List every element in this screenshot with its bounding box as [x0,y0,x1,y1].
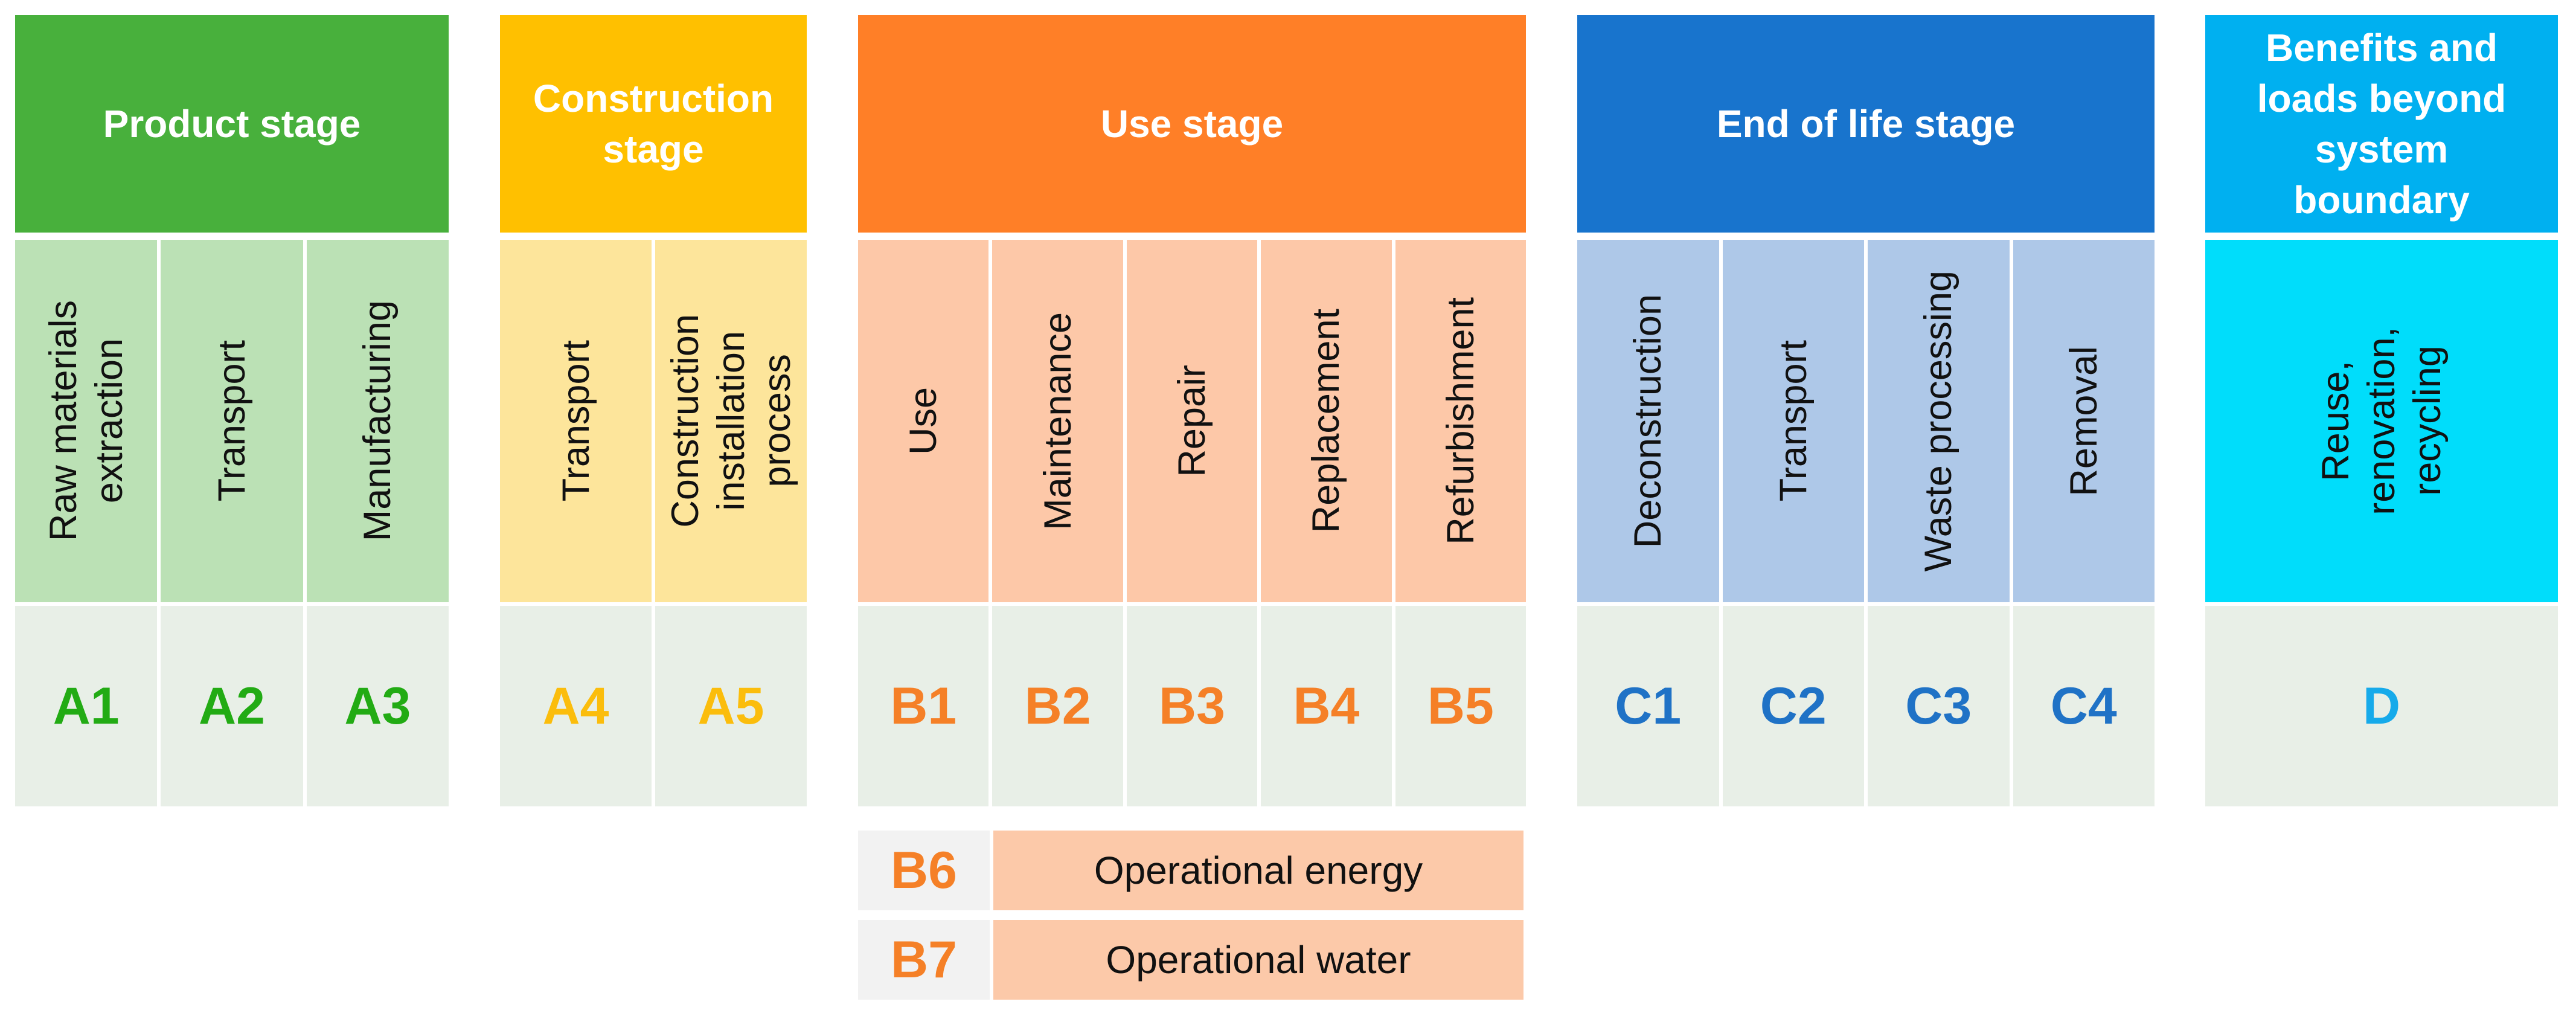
stage-header: End of life stage [1577,15,2155,233]
module-label: Reuse, renovation, recycling [2315,327,2449,515]
module-code: A1 [15,606,158,806]
module-label-cell: Construction installation process [655,240,807,602]
module-code: A2 [161,606,303,806]
stage-header: Construction stage [500,15,807,233]
module-label: Raw materials extraction [42,300,130,542]
module-label: Waste processing [1917,270,1960,572]
stage-header: Product stage [15,15,449,233]
stage-use: Use stage Use B1 Maintenance B2 Repair B… [858,15,1527,806]
stage-product: Product stage Raw materials extraction A… [15,15,449,806]
module-column: Maintenance B2 [992,240,1123,806]
module-column: Refurbishment B5 [1395,240,1527,806]
module-label-cell: Maintenance [992,240,1123,602]
stage-header: Use stage [858,15,1526,233]
operational-row: B6 Operational energy [858,831,1523,910]
module-label-cell: Replacement [1261,240,1392,602]
module-label-cell: Deconstruction [1577,240,1719,602]
module-column: Transport A4 [500,240,652,806]
module-code: C2 [1722,606,1864,806]
module-column: Manufacturing A3 [306,240,449,806]
module-column: Repair B3 [1126,240,1258,806]
stage-construction: Construction stage Transport A4 Construc… [500,15,807,806]
module-code: A5 [655,606,807,806]
module-label-cell: Raw materials extraction [15,240,158,602]
module-column: Removal C4 [2013,240,2155,806]
module-column: Raw materials extraction A1 [15,240,158,806]
module-column: Transport C2 [1722,240,1864,806]
module-label: Deconstruction [1627,294,1670,548]
module-code: B3 [1126,606,1258,806]
module-label-cell: Transport [500,240,652,602]
module-label-cell: Waste processing [1868,240,2010,602]
module-label-cell: Reuse, renovation, recycling [2205,240,2558,602]
module-label: Construction installation process [664,314,798,528]
module-label: Transport [1772,340,1815,502]
module-column: Transport A2 [161,240,303,806]
module-code: C4 [2013,606,2155,806]
module-code: B1 [858,606,989,806]
module-label: Maintenance [1036,312,1079,530]
module-label: Manufacturing [356,300,399,542]
module-label-cell: Removal [2013,240,2155,602]
module-label-cell: Transport [1722,240,1864,602]
operational-label: Operational energy [993,831,1523,910]
module-code: B2 [992,606,1123,806]
module-code: A4 [500,606,652,806]
module-column: Replacement B4 [1261,240,1392,806]
module-code: D [2205,606,2558,806]
module-column: Use B1 [858,240,989,806]
module-label-cell: Use [858,240,989,602]
module-label: Removal [2062,346,2105,497]
module-column: Deconstruction C1 [1577,240,1719,806]
module-column: Reuse, renovation, recycling D [2205,240,2558,806]
stage-end-of-life: End of life stage Deconstruction C1 Tran… [1577,15,2155,806]
module-code: A3 [306,606,449,806]
operational-code: B7 [858,920,990,1000]
operational-row: B7 Operational water [858,920,1523,1000]
module-label: Replacement [1305,309,1348,533]
module-code: C3 [1868,606,2010,806]
module-label-cell: Refurbishment [1395,240,1527,602]
module-label-cell: Transport [161,240,303,602]
operational-code: B6 [858,831,990,910]
module-column: Waste processing C3 [1868,240,2010,806]
module-label: Refurbishment [1439,297,1482,545]
module-code: C1 [1577,606,1719,806]
module-column: Construction installation process A5 [655,240,807,806]
stage-header: Benefits and loads beyond system boundar… [2205,15,2558,233]
module-code: B4 [1261,606,1392,806]
stage-beyond-system-boundary: Benefits and loads beyond system boundar… [2205,15,2558,806]
module-code: B5 [1395,606,1527,806]
module-label-cell: Repair [1126,240,1258,602]
module-label: Use [902,387,945,455]
module-label: Transport [554,340,597,502]
module-label: Repair [1171,365,1214,477]
module-label: Transport [210,340,253,502]
module-label-cell: Manufacturing [306,240,449,602]
operational-label: Operational water [993,920,1523,1000]
